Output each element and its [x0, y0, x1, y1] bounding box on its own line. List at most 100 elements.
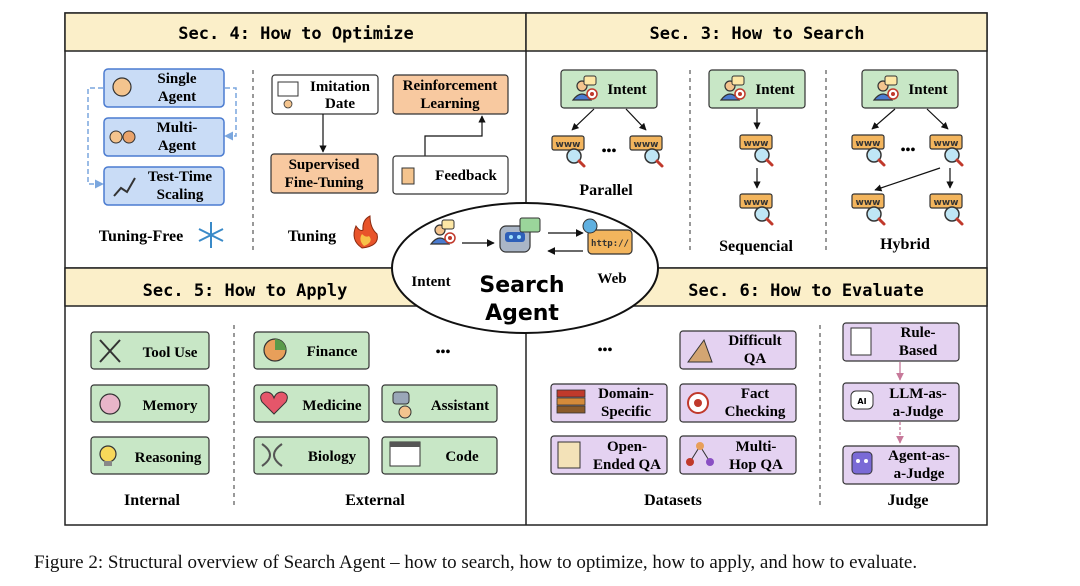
network-icon: [686, 442, 714, 466]
multi-agent-icon: [109, 130, 123, 144]
svg-text:Scaling: Scaling: [157, 187, 204, 203]
www-search-icon: [550, 134, 586, 168]
domain-specific-box: Domain- Specific: [550, 383, 668, 423]
heart-icon: [260, 391, 288, 415]
svg-text:Reasoning: Reasoning: [135, 450, 202, 466]
www-search-icon: [628, 134, 664, 168]
mountain-icon: [687, 338, 713, 363]
internal-label: Internal: [124, 492, 181, 509]
sequential-intent-box: Intent: [708, 69, 806, 109]
svg-text:Finance: Finance: [307, 344, 358, 360]
svg-text:Memory: Memory: [143, 398, 198, 414]
ai-chip-icon: [850, 390, 874, 410]
sec3-header-bar: [525, 12, 988, 52]
svg-text:Intent: Intent: [755, 82, 794, 98]
tuning-label: Tuning: [288, 228, 336, 245]
svg-text:Multi-: Multi-: [157, 120, 198, 136]
svg-text:Agent: Agent: [158, 89, 196, 105]
svg-text:Open-: Open-: [607, 439, 647, 455]
svg-text:Test-Time: Test-Time: [148, 169, 213, 185]
memory-box: Memory: [90, 384, 210, 423]
svg-text:Intent: Intent: [908, 82, 947, 98]
tuning-free-label: Tuning-Free: [99, 228, 183, 245]
biology-box: Biology: [253, 436, 370, 475]
svg-text:Supervised: Supervised: [289, 157, 361, 173]
agent-robot-icon: [499, 217, 541, 253]
sequential-label: Sequencial: [719, 238, 793, 255]
svg-text:Code: Code: [445, 449, 479, 465]
clipboard-icon: [850, 327, 872, 356]
svg-text:http://: http://: [591, 239, 629, 249]
svg-text:LLM-as-: LLM-as-: [889, 386, 947, 402]
www-search-icon: [850, 192, 886, 226]
parallel-label: Parallel: [579, 182, 633, 199]
svg-text:Agent: Agent: [158, 138, 196, 154]
svg-text:a-Judge: a-Judge: [894, 466, 945, 482]
code-box: Code: [381, 436, 498, 475]
svg-text:Hop QA: Hop QA: [729, 457, 783, 473]
search-agent-title-line1: Search: [479, 273, 564, 298]
svg-text:Medicine: Medicine: [302, 398, 361, 414]
web-browser-icon: http://: [582, 218, 633, 255]
assistant-box: Assistant: [381, 384, 498, 423]
difficult-qa-box: Difficult QA: [679, 330, 797, 370]
fact-checking-box: Fact Checking: [679, 383, 797, 423]
svg-text:Multi-: Multi-: [736, 439, 777, 455]
svg-text:Tool Use: Tool Use: [143, 345, 198, 361]
www-search-icon: [850, 133, 886, 167]
svg-text:a-Judge: a-Judge: [893, 404, 944, 420]
sec5-title: Sec. 5: How to Apply: [143, 281, 348, 301]
search-agent-center: Intent http:// Web Search Agent: [391, 202, 659, 334]
dna-icon: [261, 443, 283, 467]
svg-text:Based: Based: [899, 343, 938, 359]
sec6-title: Sec. 6: How to Evaluate: [688, 281, 923, 301]
svg-text:Date: Date: [325, 96, 355, 112]
feedback-box: Feedback: [392, 155, 509, 195]
sec4-header-bar: [64, 12, 527, 52]
external-ellipsis: •••: [436, 345, 451, 360]
finance-box: Finance: [253, 331, 370, 370]
center-intent-label: Intent: [411, 274, 450, 290]
svg-text:Rule-: Rule-: [901, 325, 936, 341]
www-search-icon: [738, 133, 774, 167]
books-icon: [556, 389, 586, 398]
www-search-icon: [928, 133, 964, 167]
datasets-label: Datasets: [644, 492, 702, 509]
svg-text:Difficult: Difficult: [728, 333, 781, 349]
figure-caption: Figure 2: Structural overview of Search …: [34, 552, 918, 573]
hybrid-ellipsis: •••: [901, 143, 916, 158]
sec3-title: Sec. 3: How to Search: [650, 24, 865, 44]
scaling-chart-icon: [113, 177, 136, 197]
svg-text:Feedback: Feedback: [435, 168, 497, 184]
sec4-title: Sec. 4: How to Optimize: [178, 24, 413, 44]
whiteboard-icon: [277, 81, 299, 97]
svg-text:Imitation: Imitation: [310, 79, 371, 95]
single-agent-box: Single Agent: [103, 68, 225, 108]
imitation-data-box: Imitation Date: [271, 74, 379, 115]
multi-hop-qa-box: Multi- Hop QA: [679, 435, 797, 475]
search-agent-title-line2: Agent: [485, 301, 559, 326]
svg-text:Fact: Fact: [741, 386, 769, 402]
svg-text:Biology: Biology: [308, 449, 357, 465]
fire-icon: [353, 215, 378, 249]
medicine-box: Medicine: [253, 384, 370, 423]
lightbulb-icon: [99, 445, 117, 463]
www-search-icon: [738, 192, 774, 226]
svg-text:Ended QA: Ended QA: [593, 457, 661, 473]
reasoning-box: Reasoning: [90, 436, 210, 475]
rule-based-box: Rule- Based: [842, 322, 960, 362]
brain-icon: [99, 393, 121, 415]
hybrid-intent-box: Intent: [861, 69, 959, 109]
www-search-icon: [928, 192, 964, 226]
single-agent-icon: [112, 77, 132, 97]
thumbs-icon: [401, 167, 415, 185]
judge-label: Judge: [888, 492, 929, 509]
svg-text:Specific: Specific: [601, 404, 651, 420]
svg-text:QA: QA: [744, 351, 767, 367]
llm-judge-box: AI LLM-as- a-Judge: [842, 382, 960, 422]
agent-judge-box: Agent-as- a-Judge: [842, 445, 960, 485]
robot-icon: [851, 451, 873, 475]
test-time-scaling-box: Test-Time Scaling: [103, 166, 225, 206]
rl-box: Reinforcement Learning: [392, 74, 509, 115]
